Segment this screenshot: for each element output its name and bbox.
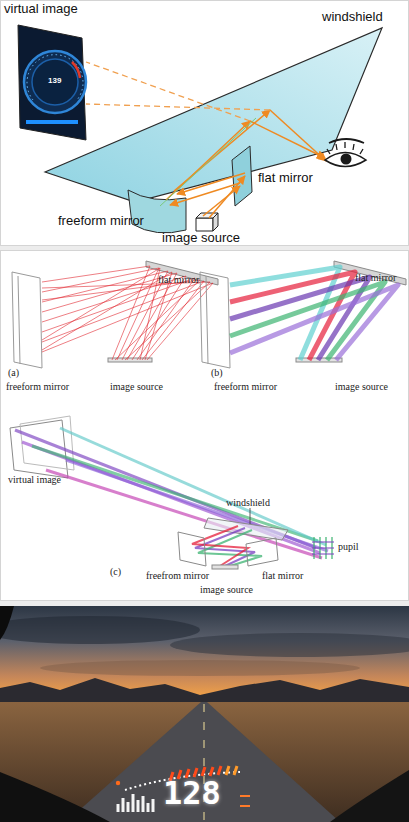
freeform-mirror-outline <box>178 532 206 566</box>
ray-bundles <box>15 428 328 558</box>
dashboard-left <box>0 772 110 822</box>
dashed-ray <box>86 104 270 110</box>
leader-line <box>250 508 251 524</box>
desert-ground <box>0 702 409 822</box>
hud-speed-readout: 128 <box>163 776 221 811</box>
eye-outline <box>325 153 366 167</box>
ray-bundle <box>192 526 248 566</box>
hud-unit-marks <box>240 796 250 806</box>
windshield-section <box>204 518 288 540</box>
readout-number: 139 <box>48 77 61 86</box>
hud-equalizer <box>118 794 153 812</box>
eye-pupil <box>341 154 352 165</box>
hud-graphics <box>116 766 250 812</box>
ray <box>177 173 245 194</box>
hud-speed-bars <box>226 766 237 775</box>
green-ray <box>160 118 256 206</box>
ray-bundle <box>66 460 328 551</box>
road-photo <box>0 606 409 822</box>
mountains <box>0 678 409 704</box>
flat-mirror-outline <box>246 538 278 566</box>
eye-symbol <box>325 139 366 167</box>
part-label: image source <box>200 584 253 595</box>
virtual-rays <box>86 62 270 121</box>
gauge-ticks <box>27 55 83 100</box>
part-label: freefrom mirror <box>146 570 209 581</box>
gauge-redline <box>72 62 80 78</box>
virtual-image-dashboard <box>18 25 86 140</box>
part-label: pupil <box>338 541 359 552</box>
ray-bundle <box>32 446 318 541</box>
ray-bundles <box>230 267 398 360</box>
part-label: virtual image <box>4 2 78 16</box>
panel-letter: (b) <box>211 367 223 378</box>
cloud <box>170 633 409 657</box>
status-bar <box>26 120 78 124</box>
dashboard-right <box>330 770 409 822</box>
freeform-mirror-outline <box>200 272 230 368</box>
ray-bundle <box>46 470 322 558</box>
part-label: image source <box>110 381 163 392</box>
ray <box>203 186 240 216</box>
gauge-inner <box>32 59 78 105</box>
panel-frame <box>1 251 409 601</box>
part-label: virtual image <box>8 474 61 485</box>
ray <box>174 110 270 191</box>
gauge-ring <box>24 51 86 113</box>
panel-letter: (c) <box>110 566 121 577</box>
pupil-grid <box>312 542 334 554</box>
part-label: windshield <box>322 10 383 24</box>
cloud <box>0 616 200 644</box>
part-label: freeform mirror <box>6 381 69 392</box>
image-source-box <box>196 213 218 231</box>
eye-brow <box>329 139 364 143</box>
panel-letter: (a) <box>8 367 19 378</box>
light-rays <box>166 110 326 218</box>
box-side <box>213 213 218 231</box>
dashed-ray <box>86 62 250 121</box>
windshield-plane <box>45 28 382 202</box>
road <box>66 702 340 822</box>
image-source-outline <box>212 565 238 569</box>
freeform-mirror-outline <box>12 272 42 368</box>
part-label: flat mirror <box>355 272 396 283</box>
pillar <box>0 606 14 640</box>
part-label: flat mirror <box>258 171 313 185</box>
hud-dot <box>116 781 120 785</box>
box-front <box>196 218 213 231</box>
ray <box>270 110 326 161</box>
ray-fan <box>42 266 213 360</box>
part-label: image source <box>335 381 388 392</box>
eye-lashes <box>327 142 363 154</box>
part-label: image source <box>162 231 240 245</box>
pupil-marks <box>312 537 334 559</box>
dashboard-backdrop <box>18 25 86 140</box>
cloud <box>40 660 360 676</box>
part-label: freeform mirror <box>214 381 277 392</box>
ray-bundle <box>230 285 398 360</box>
ray <box>166 121 250 200</box>
part-label: windshield <box>226 497 270 508</box>
part-label: flat mirror <box>158 274 199 285</box>
part-label: freeform mirror <box>58 214 144 228</box>
system-rays <box>192 526 262 566</box>
panel-frame <box>1 1 409 246</box>
part-label: flat mirror <box>262 570 303 581</box>
